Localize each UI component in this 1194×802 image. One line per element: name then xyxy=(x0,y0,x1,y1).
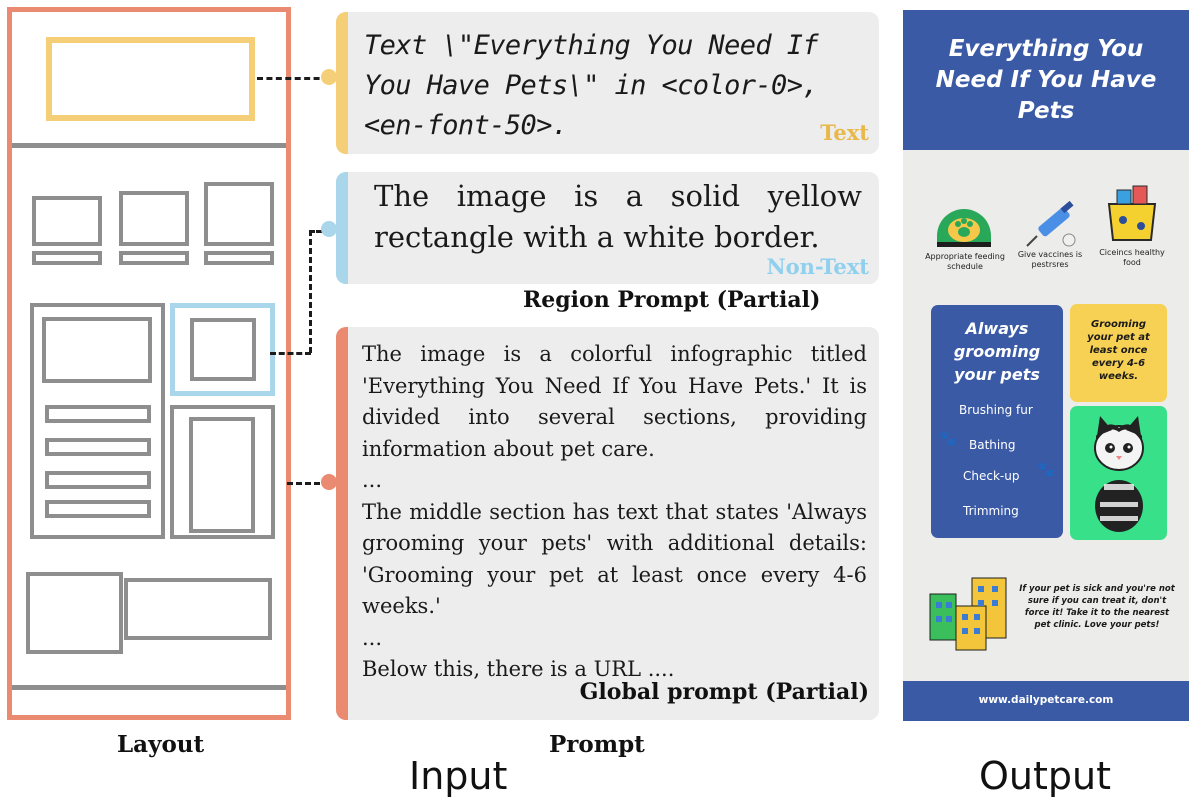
layout-icon-box-2 xyxy=(119,191,189,246)
poster-header: Everything You Need If You Have Pets xyxy=(903,10,1189,150)
layout-grooming-title xyxy=(42,317,152,383)
layout-icon-caption-2 xyxy=(119,251,189,265)
nontext-accent-bar xyxy=(336,172,348,284)
icon-caption-food: Ciceincs healthy food xyxy=(1099,248,1165,267)
grooming-item-checkup: Check-up xyxy=(963,469,1020,483)
grooming-note-card: Grooming your pet at least once every 4-… xyxy=(1070,304,1167,402)
paw-icon-2: 🐾 xyxy=(1037,462,1055,478)
connector-global xyxy=(287,482,329,485)
global-prompt-line-1: The image is a colorful infographic titl… xyxy=(362,342,867,461)
text-region-box xyxy=(46,37,255,121)
global-prompt-line-2: ... xyxy=(362,468,383,492)
layout-icon-box-3 xyxy=(204,182,274,246)
global-prompt-body: The image is a colorful infographic titl… xyxy=(362,339,867,686)
layout-icon-caption-1 xyxy=(32,251,102,265)
poster-title: Everything You Need If You Have Pets xyxy=(935,36,1157,124)
connector-dot-text xyxy=(321,69,337,85)
nontext-tag: Non-Text xyxy=(766,254,869,279)
icon-caption-vaccines: Give vaccines is pestrsres xyxy=(1017,250,1083,269)
poster-url[interactable]: www.dailypetcare.com xyxy=(978,694,1114,706)
global-prompt-caption: Global prompt (Partial) xyxy=(579,679,869,705)
layout-note-box xyxy=(190,318,256,381)
grooming-item-brushing: Brushing fur xyxy=(959,403,1033,417)
global-prompt-card: The image is a colorful infographic titl… xyxy=(336,327,879,720)
cat-card xyxy=(1070,406,1167,540)
output-infographic: Everything You Need If You Have Pets App… xyxy=(903,10,1189,721)
clinic-note: If your pet is sick and you're not sure … xyxy=(1019,584,1175,630)
text-prompt-card: Text \"Everything You Need If You Have P… xyxy=(336,12,879,154)
output-label: Output xyxy=(979,754,1111,798)
food-basket-icon xyxy=(1107,185,1157,241)
connector-dot-nontext xyxy=(321,221,337,237)
global-prompt-line-4: ... xyxy=(362,625,383,650)
poster-footer: www.dailypetcare.com xyxy=(903,681,1189,721)
layout-frame xyxy=(7,7,291,720)
connector-dot-global xyxy=(321,474,337,490)
text-prompt: Text \"Everything You Need If You Have P… xyxy=(364,30,819,141)
global-accent-bar xyxy=(336,327,348,720)
global-prompt-line-5: Below this, there is a URL .... xyxy=(362,657,675,681)
region-prompt-caption: Region Prompt (Partial) xyxy=(523,287,821,313)
nontext-region-box xyxy=(170,303,275,396)
layout-grooming-item-4 xyxy=(45,500,151,518)
grooming-item-bathing: Bathing xyxy=(969,438,1016,452)
layout-grooming-item-3 xyxy=(45,471,151,489)
layout-label: Layout xyxy=(117,731,205,758)
bowl-icon xyxy=(937,209,991,247)
text-tag: Text xyxy=(820,120,869,145)
icon-caption-feeding: Appropriate feeding schedule xyxy=(925,252,1005,271)
paw-icon-1: 🐾 xyxy=(939,431,957,447)
connector-nontext-h2 xyxy=(309,230,329,233)
layout-cat-box xyxy=(170,405,275,539)
prompt-label: Prompt xyxy=(549,731,645,758)
grooming-card: Always grooming your pets Brushing fur 🐾… xyxy=(931,305,1063,538)
text-accent-bar xyxy=(336,12,348,154)
layout-clinic-text xyxy=(124,578,272,640)
cat-illustration-icon xyxy=(1094,416,1144,532)
layout-grooming-column xyxy=(30,303,165,539)
grooming-item-trimming: Trimming xyxy=(963,504,1019,518)
connector-nontext-h1 xyxy=(270,352,311,355)
layout-clinic-image xyxy=(26,572,123,654)
buildings-icon xyxy=(929,577,1007,651)
nontext-prompt-card: The image is a solid yellow rectangle wi… xyxy=(336,172,879,284)
layout-icon-box-1 xyxy=(32,196,102,246)
syringe-icon xyxy=(1026,200,1076,247)
layout-grooming-item-2 xyxy=(45,438,151,456)
connector-text xyxy=(257,77,329,80)
layout-icon-caption-3 xyxy=(204,251,274,265)
layout-divider-top xyxy=(12,143,286,148)
layout-grooming-item-1 xyxy=(45,405,151,423)
nontext-prompt: The image is a solid yellow rectangle wi… xyxy=(374,179,862,254)
connector-nontext-v xyxy=(309,230,312,353)
layout-divider-bottom xyxy=(12,685,286,690)
layout-cat-inner xyxy=(189,417,255,533)
grooming-note: Grooming your pet at least once every 4-… xyxy=(1087,319,1150,382)
input-label: Input xyxy=(409,754,508,798)
grooming-title: Always grooming your pets xyxy=(953,319,1041,384)
global-prompt-line-3: The middle section has text that states … xyxy=(362,499,867,619)
